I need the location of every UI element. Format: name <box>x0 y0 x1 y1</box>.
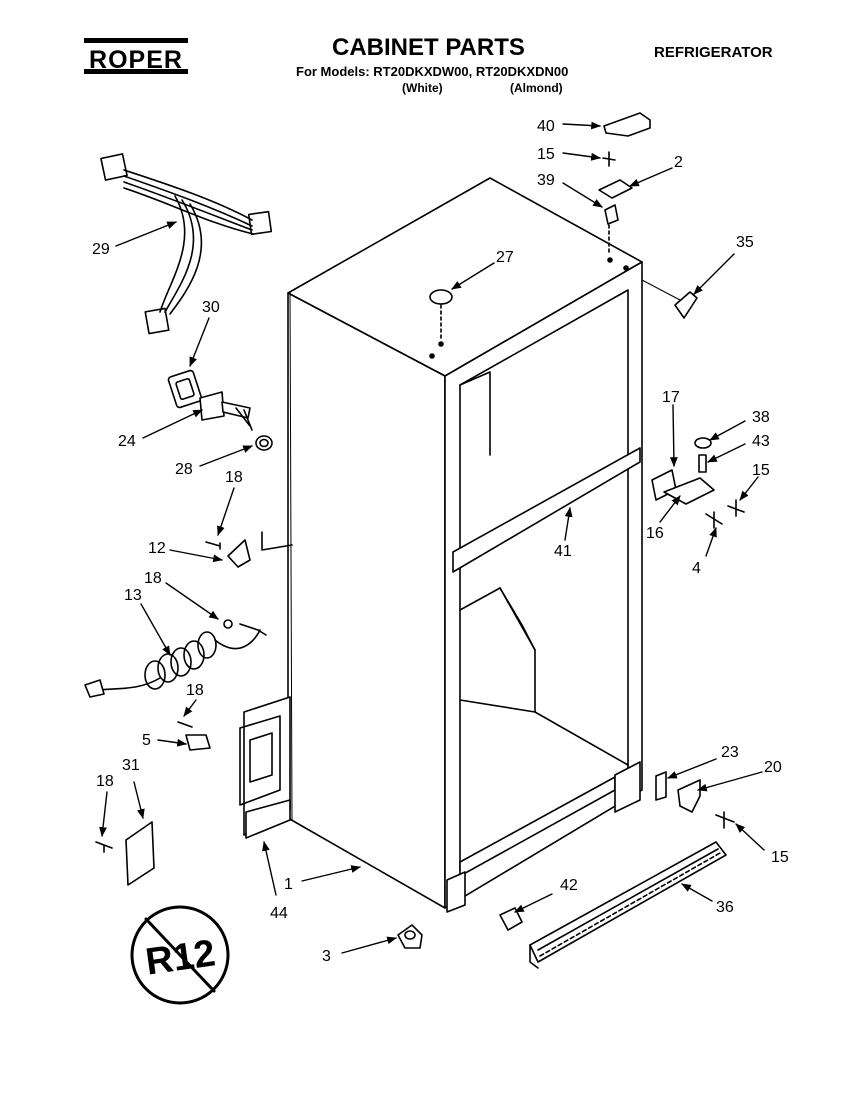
callout-15: 15 <box>771 849 789 866</box>
appliance-type: REFRIGERATOR <box>654 44 773 61</box>
no-r12-symbol <box>130 905 230 1005</box>
grommet-and-control <box>167 369 273 451</box>
leveling-foot <box>397 924 423 949</box>
callout-29: 29 <box>92 241 110 258</box>
callout-12: 12 <box>148 540 166 557</box>
callout-41: 41 <box>554 543 572 560</box>
wire-harness <box>100 153 273 335</box>
callout-28: 28 <box>175 461 193 478</box>
model-numbers: For Models: RT20DKXDW00, RT20DKXDN00 <box>296 64 569 79</box>
divider-mullion <box>452 447 641 573</box>
clip-and-screw <box>177 721 211 751</box>
callout-39: 39 <box>537 172 555 189</box>
callout-43: 43 <box>752 433 770 450</box>
callout-40: 40 <box>537 118 555 135</box>
callout-4: 4 <box>692 560 701 577</box>
callout-42: 42 <box>560 877 578 894</box>
callout-38: 38 <box>752 409 770 426</box>
callout-labels: 40 15 2 39 35 27 29 30 24 28 18 12 18 13… <box>92 118 789 965</box>
grille-clip <box>499 907 523 931</box>
callout-18: 18 <box>96 773 114 790</box>
bracket-and-screw <box>205 531 293 568</box>
callout-5: 5 <box>142 732 151 749</box>
callout-15: 15 <box>752 462 770 479</box>
callout-18: 18 <box>225 469 243 486</box>
roper-logo: ROPER <box>84 38 188 74</box>
callout-30: 30 <box>202 299 220 316</box>
callout-31: 31 <box>122 757 140 774</box>
brand-name: ROPER <box>89 46 183 74</box>
callout-3: 3 <box>322 948 331 965</box>
top-hinge-assembly <box>598 112 651 271</box>
access-cover-plate <box>239 696 291 839</box>
callout-17: 17 <box>662 389 680 406</box>
toe-grille <box>529 841 727 969</box>
cabinet-shell <box>287 177 643 909</box>
callout-13: 13 <box>124 587 142 604</box>
variant-almond: (Almond) <box>510 81 563 95</box>
callout-1: 1 <box>284 876 293 893</box>
callout-2: 2 <box>674 154 683 171</box>
callout-18: 18 <box>144 570 162 587</box>
callout-27: 27 <box>496 249 514 266</box>
callout-44: 44 <box>270 905 288 922</box>
callout-23: 23 <box>721 744 739 761</box>
callout-35: 35 <box>736 234 754 251</box>
side-panel <box>95 821 155 886</box>
leader-lines <box>99 121 765 954</box>
callout-15: 15 <box>537 146 555 163</box>
power-cord <box>84 619 267 698</box>
top-plug <box>429 289 453 359</box>
hinge-cap <box>641 279 698 319</box>
diagram-title: CABINET PARTS <box>332 34 525 61</box>
bottom-rail <box>446 761 641 913</box>
callout-24: 24 <box>118 433 136 450</box>
r12-badge-text: R12 <box>143 932 218 983</box>
callout-18: 18 <box>186 682 204 699</box>
callout-36: 36 <box>716 899 734 916</box>
callout-20: 20 <box>764 759 782 776</box>
callout-16: 16 <box>646 525 664 542</box>
bottom-hinge-assembly <box>655 771 735 829</box>
variant-white: (White) <box>402 81 443 95</box>
